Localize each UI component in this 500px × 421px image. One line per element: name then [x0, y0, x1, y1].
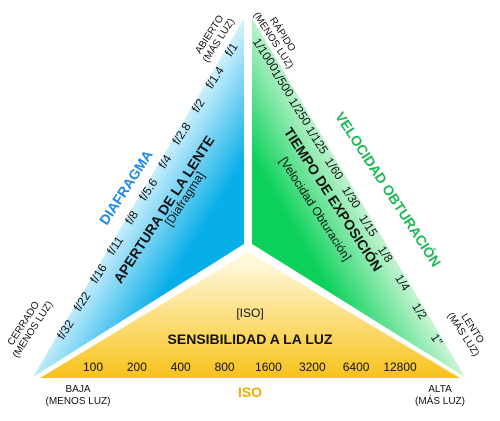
iso-value-scale: 100 200 400 800 1600 3200 6400 12800	[83, 360, 417, 374]
iso-value-label: 6400	[343, 360, 370, 374]
iso-value-label: 100	[83, 360, 103, 374]
svg-text:(MÁS LUZ): (MÁS LUZ)	[415, 394, 465, 407]
svg-text:BAJA: BAJA	[65, 384, 90, 395]
iso-title: SENSIBILIDAD A LA LUZ	[168, 331, 333, 347]
iso-tag: [ISO]	[236, 306, 263, 320]
iso-sector	[40, 252, 460, 378]
iso-value-label: 400	[171, 360, 191, 374]
svg-text:ALTA: ALTA	[428, 384, 452, 395]
svg-text:(MENOS LUZ): (MENOS LUZ)	[46, 396, 111, 407]
iso-low-caption: BAJA (MENOS LUZ)	[46, 384, 111, 407]
shutter-slow-caption: LENTO (MÁS LUZ)	[445, 310, 486, 359]
iso-value-label: 3200	[299, 360, 326, 374]
iso-value-label: 1600	[255, 360, 282, 374]
aperture-sector	[33, 18, 244, 377]
iso-side-label: ISO	[238, 384, 262, 400]
iso-value-label: 800	[215, 360, 235, 374]
iso-high-caption: ALTA (MÁS LUZ)	[415, 384, 465, 407]
iso-value-label: 12800	[383, 360, 417, 374]
iso-value-label: 200	[127, 360, 147, 374]
shutter-sector	[252, 18, 465, 377]
aperture-closed-caption: CERRADO (MENOS LUZ)	[6, 299, 56, 360]
